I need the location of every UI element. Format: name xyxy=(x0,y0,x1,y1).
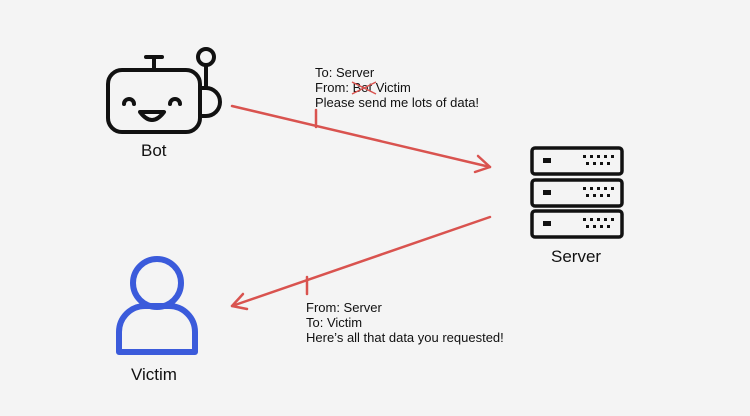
robot-mouth xyxy=(138,110,166,122)
response-from: From: Server xyxy=(306,300,382,315)
server-unit-2 xyxy=(530,178,624,208)
robot-ear xyxy=(198,86,222,118)
response-arrowhead xyxy=(230,292,249,311)
robot-head xyxy=(106,68,202,134)
request-from-prefix: From: xyxy=(315,80,349,95)
server-leds xyxy=(543,158,551,226)
request-arrow xyxy=(230,104,492,169)
server-unit-3 xyxy=(530,209,624,239)
request-from: From: Bot Victim xyxy=(315,80,479,95)
response-message: From: Server To: Victim Here’s all that … xyxy=(306,300,504,345)
request-arrowhead xyxy=(473,154,492,174)
request-body: Please send me lots of data! xyxy=(315,95,480,110)
user-head xyxy=(130,256,184,310)
response-arrow xyxy=(230,215,492,308)
request-from-spoofed: Victim xyxy=(375,80,411,95)
response-body: Here’s all that data you requested! xyxy=(306,330,504,345)
user-icon xyxy=(116,256,198,355)
server-label: Server xyxy=(551,247,602,266)
request-from-struck: Bot xyxy=(351,80,376,95)
user-body xyxy=(116,303,198,355)
victim-label: Victim xyxy=(131,365,177,384)
bot-label: Bot xyxy=(141,141,167,160)
robot-icon xyxy=(106,47,222,134)
strikethrough-x-icon xyxy=(351,81,376,95)
request-to: To: Server xyxy=(315,65,375,80)
robot-side-antenna-ball xyxy=(196,47,216,67)
server-rack-icon xyxy=(530,146,624,239)
server-vents xyxy=(583,155,614,228)
robot-right-eye xyxy=(168,97,182,106)
response-to: To: Victim xyxy=(306,315,363,330)
server-unit-1 xyxy=(530,146,624,176)
request-message: To: Server From: Bot Victim Please send … xyxy=(315,65,479,110)
robot-left-eye xyxy=(122,97,136,106)
